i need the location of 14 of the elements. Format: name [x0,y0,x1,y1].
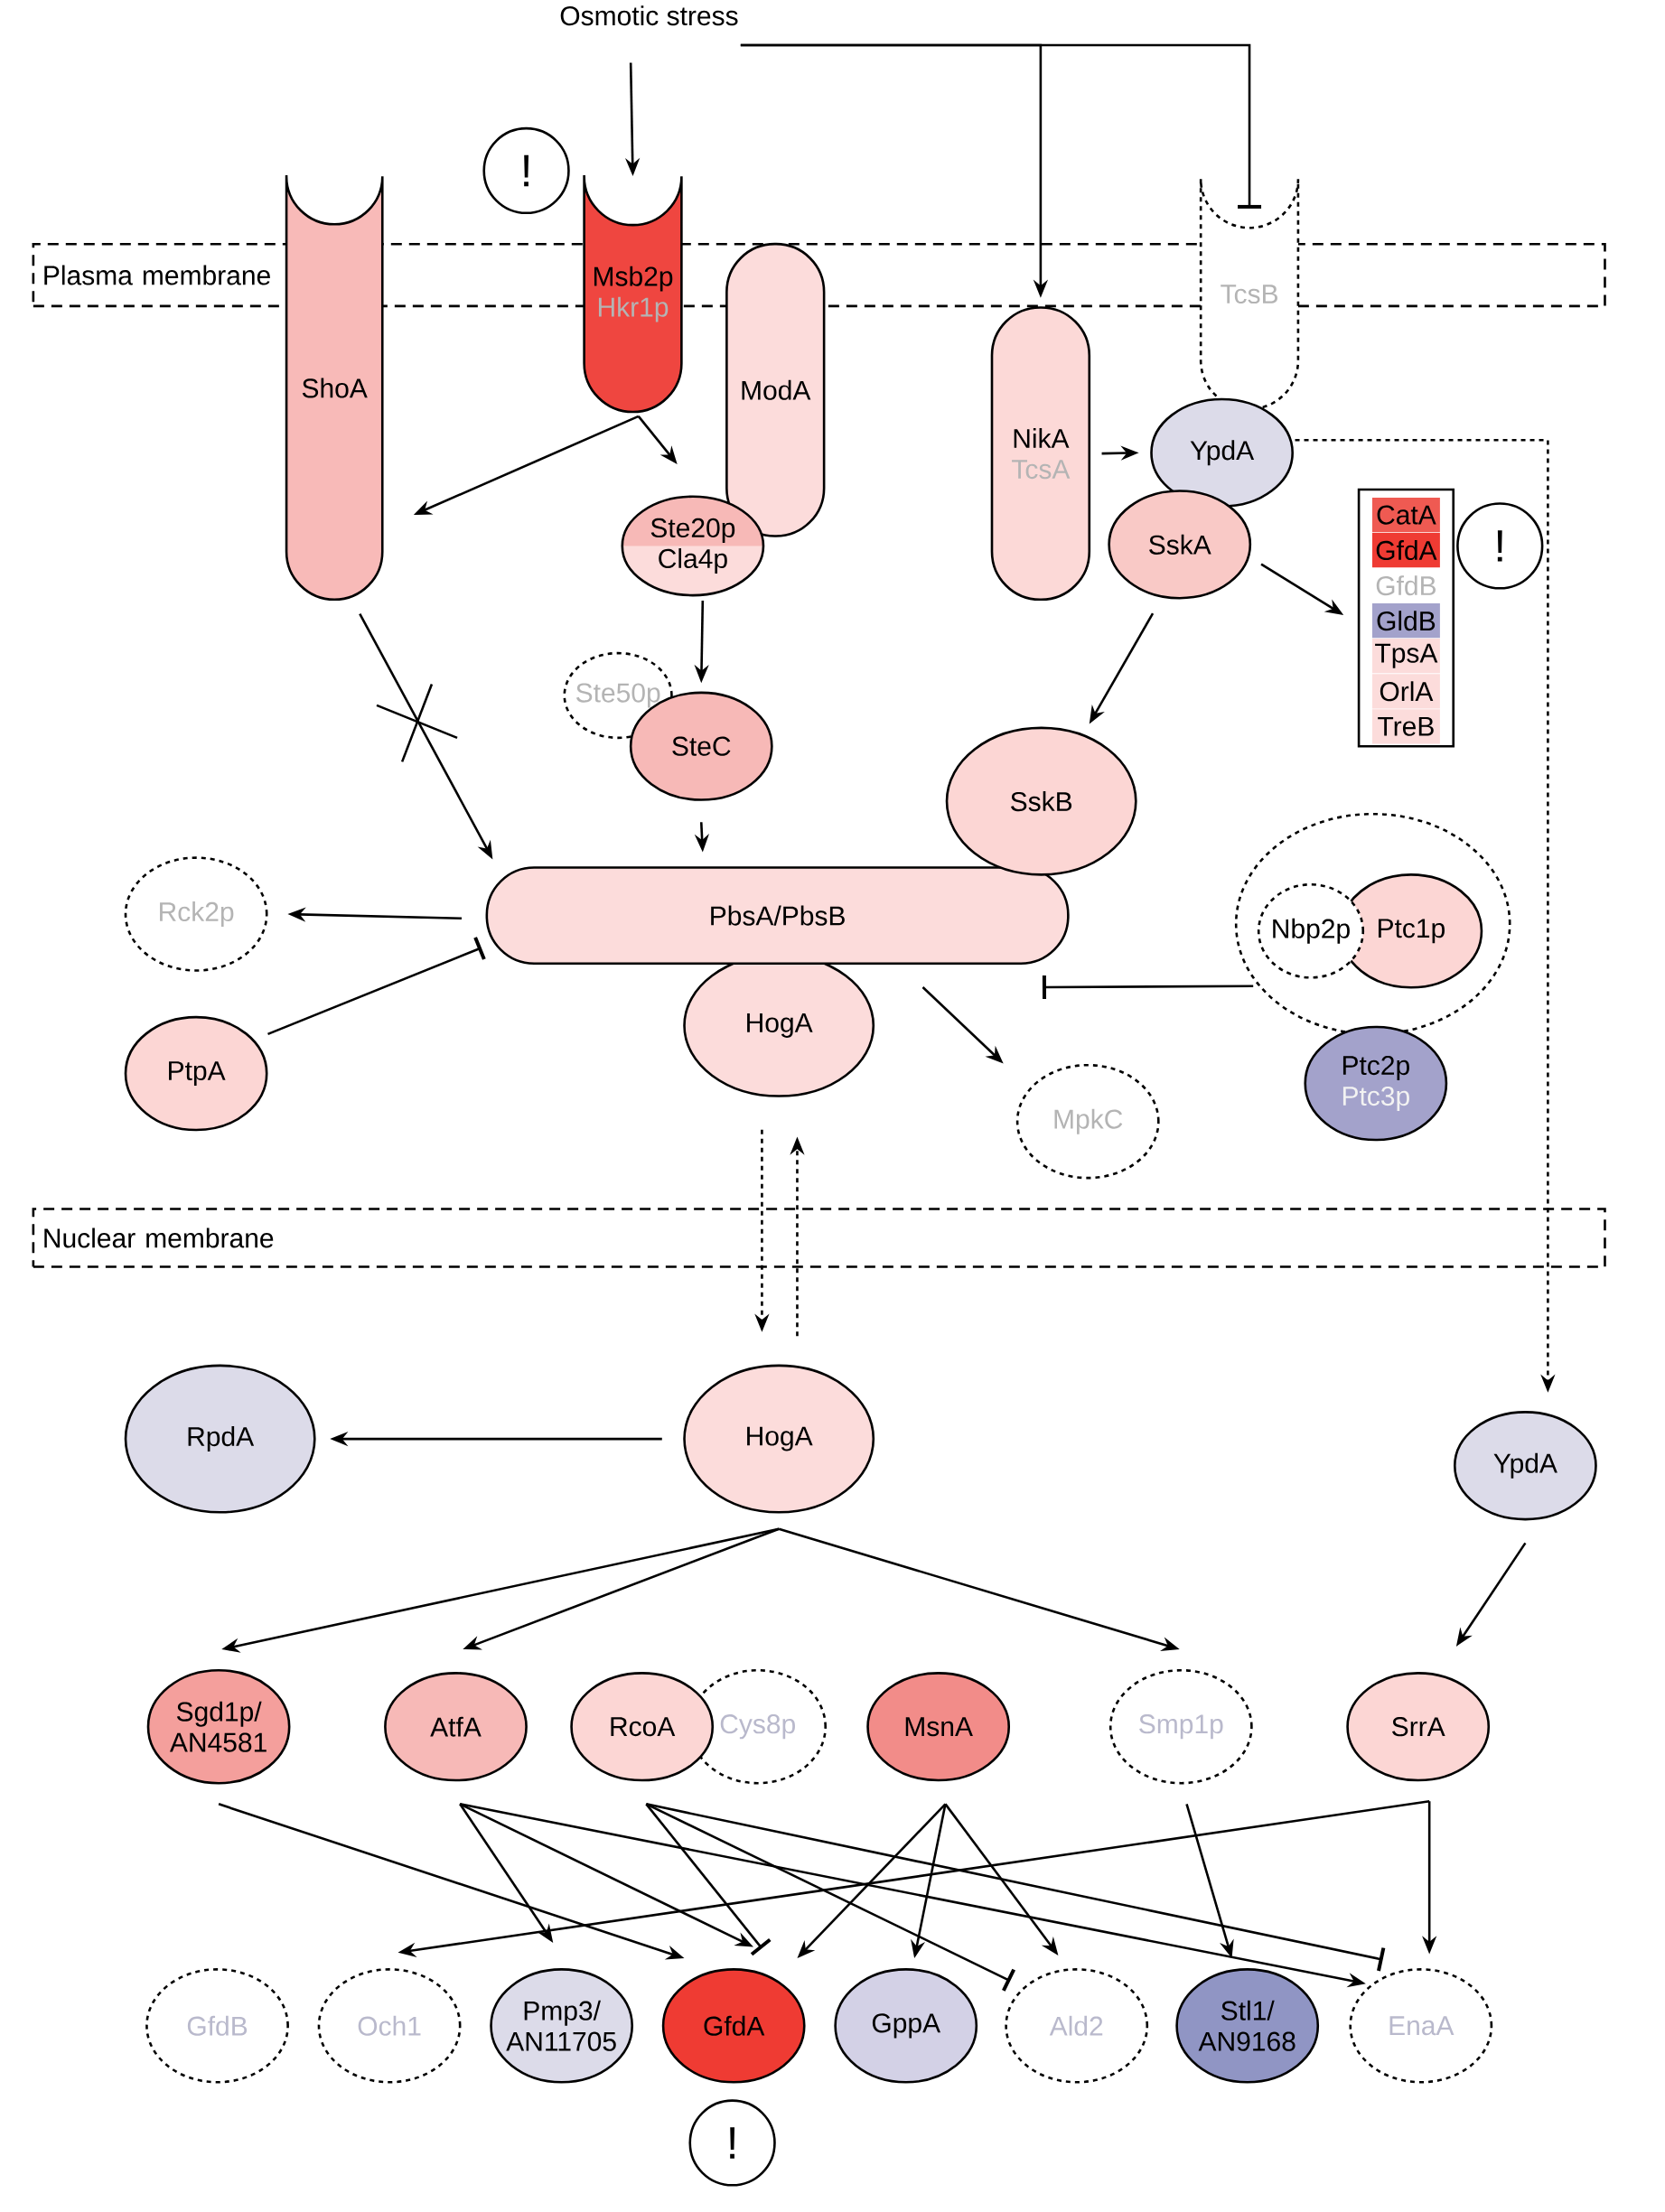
inhibition-line [267,937,486,1036]
inhibition-line [646,1803,1386,1972]
inhibition-line [740,43,1262,209]
list-entry: CatA [1371,497,1440,533]
list-entry: TpsA [1371,639,1440,674]
list-entry: TreB [1371,709,1440,744]
list-entry: OrlA [1371,674,1440,709]
protein-capsule: NikA TcsA [990,306,1091,602]
inhibition-line [645,1803,1015,1992]
stimulus-label: Osmotic stress [560,5,738,26]
list-entry: GldB [1371,603,1440,639]
list-entry: GfdB [1376,575,1436,596]
membrane-band: Nuclear membrane [32,1208,1606,1268]
list-entry: GfdA [1371,532,1440,568]
